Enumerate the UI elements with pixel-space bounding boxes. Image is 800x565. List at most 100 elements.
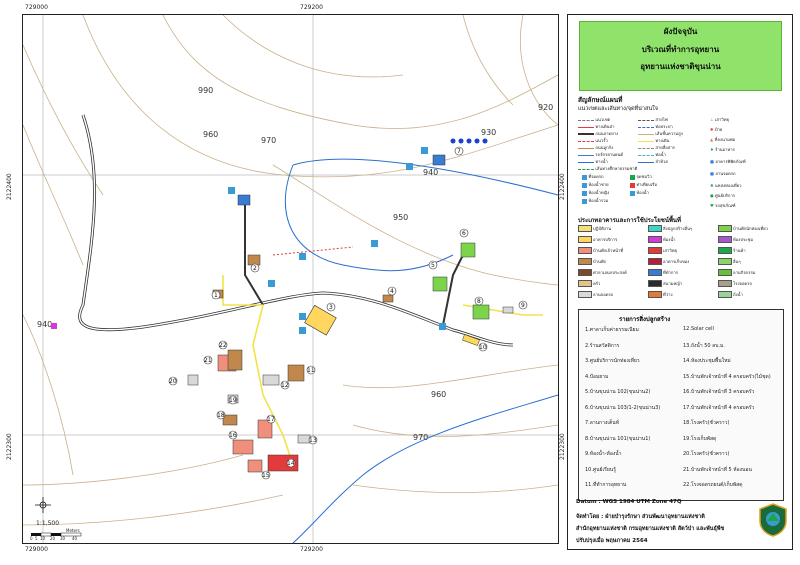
sym-r6: ■ ลานจอดรถ (710, 171, 736, 176)
landuse-swatch (718, 269, 732, 276)
landuse-label: ครัว (593, 280, 601, 286)
sym-r7: ♣ แหล่งท่องเที่ยว (710, 183, 742, 188)
landuse-label: สนามหญ้า (663, 280, 683, 286)
y-tick-4: 2122300 (559, 433, 566, 460)
landuse-swatch (718, 291, 732, 298)
landuse-label: อาคารบริการ (593, 236, 618, 242)
leg-line-7: ทางน้ำ (578, 158, 608, 165)
footer-updated: ปรับปรุงเมื่อ พฤษภาคม 2564 (576, 538, 648, 544)
landuse-label: ห้องน้ำ (663, 236, 676, 242)
landuse-label: สิ่งปลูกสร้างอื่นๆ (663, 225, 693, 231)
scale-tick-40: 40 (72, 536, 78, 541)
landuse-swatch (718, 280, 732, 287)
marker-4: 4 (390, 288, 394, 295)
building-list-item: 6.บ้านขุนน่าน 103/1-2(ขุนน่าน3) (585, 404, 661, 411)
scale-bar (31, 532, 82, 537)
parking-icon-2 (299, 313, 306, 320)
building-list-item: 16.บ้านพักเจ้าหน้าที่ 3 ครอบครัว (683, 389, 755, 395)
building-list-item: 14.ห้องประชุมพื้นใหม่ (683, 358, 731, 364)
contour-label-3: 960 (203, 130, 218, 139)
title-line-1: ผังปัจจุบัน (663, 27, 698, 36)
x-tick-4: 729200 (300, 546, 323, 553)
toilet-icon-2 (421, 147, 428, 154)
scale-tick-30: 30 (60, 536, 66, 541)
leg-line-8: เส้นทางศึกษาธรรมชาติ (578, 165, 637, 172)
landuse-swatch (648, 247, 662, 254)
landuse-label: ลานจอดรถ (593, 291, 614, 297)
park-emblem-icon (759, 503, 787, 537)
leg-line-5: ถนนลูกรัง (578, 144, 613, 151)
building-2 (247, 254, 261, 266)
building-list-item: 11.ที่ทำการอุทยาน (585, 482, 627, 488)
title-line-3: อุทยานแห่งชาติขุนน่าน (640, 62, 721, 71)
leg-line-4: แนวรั้ว (578, 137, 608, 144)
marker-22: 22 (219, 342, 227, 349)
sym-mid-3: ท่าเทียบเรือ (630, 181, 657, 188)
building-list-item: 17.บ้านพักเจ้าหน้าที่ 4 ครอบครัว (683, 404, 755, 411)
marker-10: 10 (479, 344, 487, 351)
scale-tick-5: 5 (35, 536, 38, 541)
landuse-swatch (718, 258, 732, 265)
landuse-swatch (648, 258, 662, 265)
landuse-label: ที่ทำการ (663, 269, 679, 275)
landuse-heading: ประเภทอาคารและการใช้ประโยชน์พื้นที่ (578, 217, 681, 224)
leg-line-r3: เส้นชั้นความสูง (638, 130, 683, 137)
landuse-label: บ้านพักนักท่องเที่ยว (733, 225, 768, 231)
building-entry (237, 194, 251, 206)
building-9 (502, 306, 514, 314)
landuse-swatch (578, 280, 592, 287)
contour-label-4: 950 (393, 213, 408, 222)
marker-14: 14 (287, 460, 295, 467)
map-canvas: 990 970 960 950 940 930 920 960 970 940 (23, 15, 558, 543)
map-marker-labels: 1 2 3 4 5 6 7 8 9 10 11 12 13 14 15 16 1… (169, 148, 525, 479)
access-roads (244, 205, 464, 326)
title-box: ผังปัจจุบัน บริเวณที่ทำการอุทยาน อุทยานแ… (579, 21, 782, 91)
parking-icon (268, 280, 275, 287)
landuse-label: อาคารเก็บของ (663, 258, 690, 264)
landuse-swatch (648, 225, 662, 232)
leg-line-3: ถนนลาดยาง (578, 130, 618, 137)
map-frame: 990 970 960 950 940 930 920 960 970 940 (22, 14, 559, 544)
leg-line-r1: สายไฟ (638, 116, 668, 123)
building-3 (304, 304, 337, 336)
landuse-label: โรงจอดรถ (733, 280, 753, 286)
landuse-label: ที่ว่าง (663, 291, 673, 297)
landuse-label: ร้านค้า (733, 247, 746, 253)
landuse-swatch (718, 225, 732, 232)
scale-units: Meters (66, 528, 80, 533)
toilet-icon-3 (406, 163, 413, 170)
marker-16: 16 (229, 432, 237, 439)
building-list-item: 8.บ้านขุนน่าน 101(ขุนน่าน1) (585, 435, 651, 442)
landuse-swatch (648, 291, 662, 298)
marker-18: 18 (217, 412, 225, 419)
landuse-label: ศาลาเอนกประสงค์ (593, 269, 627, 275)
landuse-label: อื่นๆ (733, 258, 741, 264)
sym-r1: ⊥ เสาวิทยุ (710, 117, 729, 122)
building-list-item: 1.ศาลาเก็บค่าธรรมเนียม (585, 327, 639, 333)
building-list-item: 15.บ้านพักเจ้าหน้าที่ 4 ครอบครัว(ไม้ชุด) (683, 373, 771, 380)
legend-subheading: แนวเขตและเส้นทาง/จุดที่น่าสนใจ (578, 106, 659, 112)
building-list-item: 19.โรงเก็บพัสดุ (683, 435, 717, 442)
building-6 (460, 242, 476, 258)
contour-label-5: 940 (423, 168, 438, 177)
building-list-item: 2.ร้านสวัสดิการ (585, 342, 620, 349)
title-line-2: บริเวณที่ทำการอุทยาน (641, 45, 720, 54)
main-road (78, 114, 514, 347)
building-12 (262, 374, 280, 386)
sym-r3: ▲ ที่ลงนามพ่อ (710, 137, 736, 142)
footer-by1: จัดทำโดย : ฝ่ายบำรุงรักษา ส่วนพัฒนาอุทยา… (576, 514, 705, 520)
building-list-item: 13.ถังน้ำ 50 ลบ.ม. (683, 342, 725, 349)
contour-label-1: 990 (198, 86, 213, 95)
sym-r5: ■ อาคารพิพิธภัณฑ์ (710, 159, 746, 164)
leg-line-1: แนวเขต (578, 116, 610, 123)
marker-21: 21 (204, 357, 212, 364)
sym-mid-5: ห้องน้ำชาย (582, 181, 609, 188)
building-17 (257, 419, 273, 439)
landuse-swatch (578, 258, 592, 265)
marker-7: 7 (457, 148, 461, 155)
camp-icon-2 (299, 253, 306, 260)
building-list-item: 3.ศูนย์บริการนักท่องเที่ยว (585, 358, 640, 364)
x-tick-1: 729000 (25, 4, 48, 11)
sym-r8: ● ศูนย์บริการ (710, 193, 736, 198)
building-22 (227, 349, 243, 371)
